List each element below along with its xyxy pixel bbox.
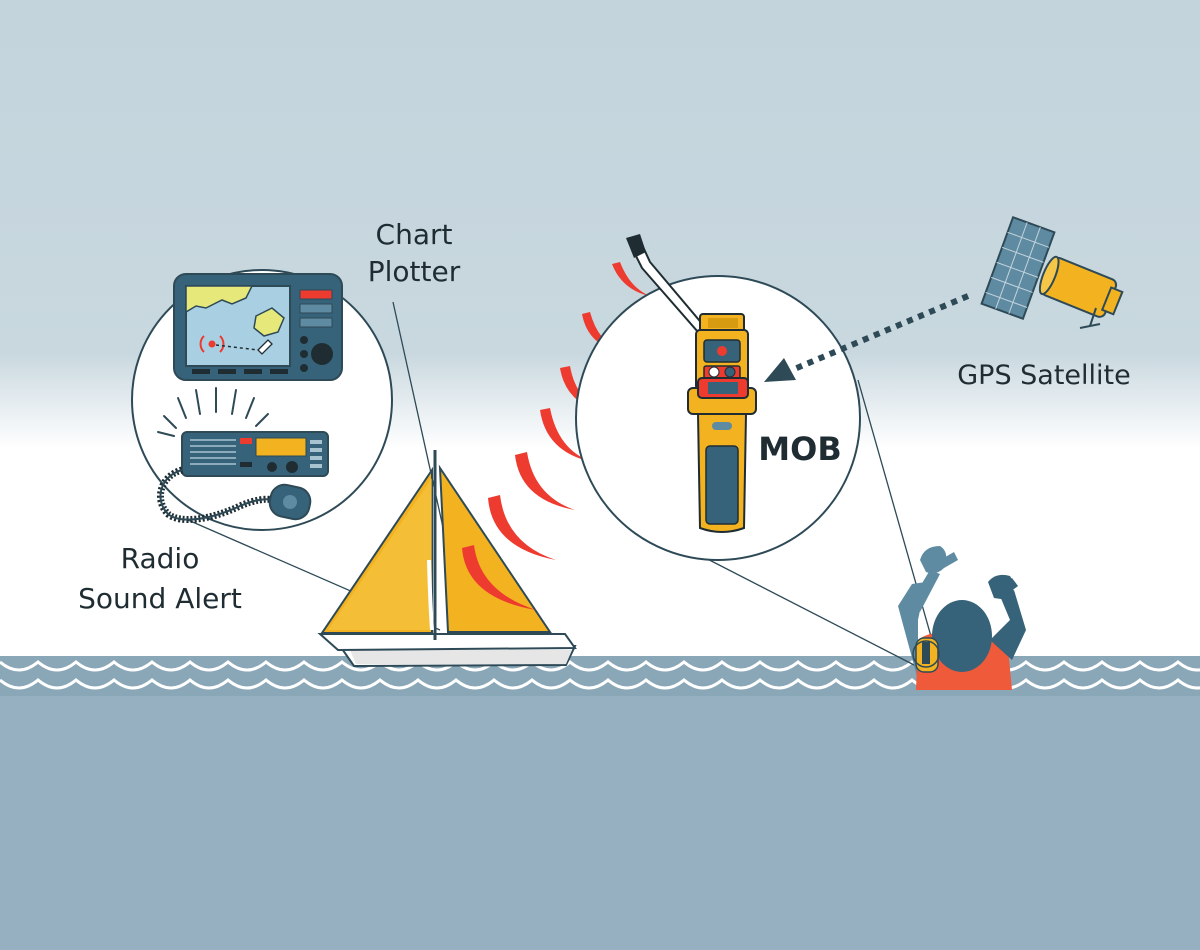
beacon-zoom-circle: [575, 234, 861, 561]
wave-line: [0, 660, 1200, 672]
sea: [0, 656, 1200, 950]
vhf-radio-icon: [157, 387, 329, 523]
satellite-icon: [980, 215, 1124, 329]
chart-plotter-icon: [173, 273, 343, 381]
wave-line: [0, 678, 1200, 690]
chart-plotter-label-line1: Chart: [376, 218, 453, 251]
chart-plotter-label-line2: Plotter: [368, 255, 461, 288]
diagram-labels: Chart Plotter Radio Sound Alert MOB GPS …: [78, 218, 1131, 615]
gps-satellite-label: GPS Satellite: [957, 360, 1131, 391]
radio-label-line2: Sound Alert: [78, 582, 242, 615]
mob-beacon-icon: [626, 234, 757, 533]
sailboat-icon: [317, 450, 577, 668]
signal-arcs: [462, 262, 650, 610]
radio-label-line1: Radio: [121, 542, 200, 575]
gps-signal-arrow: [764, 293, 970, 382]
person-overboard-icon: [898, 546, 1026, 690]
equipment-zoom-circle: [131, 269, 393, 531]
mob-label: MOB: [758, 430, 841, 468]
